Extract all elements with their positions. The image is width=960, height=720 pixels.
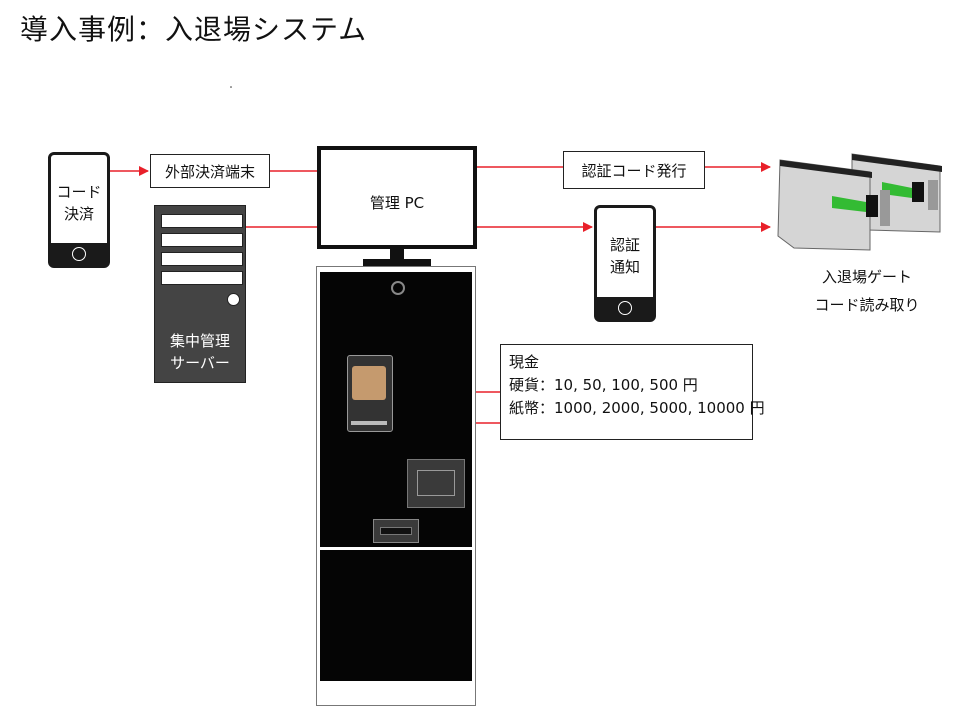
server-bay bbox=[161, 233, 243, 247]
page-title: 導入事例：入退場システム bbox=[20, 13, 368, 46]
cash-coins: 硬貨：10, 50, 100, 500 円 bbox=[509, 376, 698, 394]
kiosk-lower-panel bbox=[320, 550, 472, 681]
auth-notice-label: 認証 通知 bbox=[609, 236, 640, 276]
stray-dot bbox=[230, 86, 232, 88]
auth-code-box: 認証コード発行 bbox=[563, 151, 705, 189]
gate-front bbox=[777, 159, 890, 251]
payment-phone: コード 決済 bbox=[48, 152, 110, 268]
management-pc-monitor: 管理 PC bbox=[317, 146, 477, 249]
server-bay bbox=[161, 271, 243, 285]
home-button-icon bbox=[72, 247, 86, 261]
server-label: 集中管理 サーバー bbox=[169, 332, 230, 372]
receipt-screen bbox=[407, 459, 465, 508]
camera-icon bbox=[391, 281, 405, 295]
cash-heading: 現金 bbox=[509, 353, 540, 371]
gate-caption: 入退場ゲート コード読み取り bbox=[814, 268, 920, 314]
power-button-icon bbox=[227, 293, 240, 306]
server-bay bbox=[161, 252, 243, 266]
payment-phone-label: コード 決済 bbox=[56, 183, 102, 223]
monitor-stand bbox=[390, 249, 404, 259]
management-pc-label: 管理 PC bbox=[369, 194, 425, 212]
kiosk-upper-panel bbox=[320, 272, 472, 547]
bill-slot bbox=[373, 519, 419, 543]
monitor-base bbox=[363, 259, 431, 266]
central-server: 集中管理 サーバー bbox=[154, 205, 246, 383]
cash-info-box: 現金 硬貨：10, 50, 100, 500 円 紙幣：1000, 2000, … bbox=[500, 344, 765, 440]
kiosk-machine bbox=[316, 266, 476, 706]
coin-slot bbox=[347, 355, 393, 432]
entry-gates bbox=[777, 153, 942, 251]
server-bay bbox=[161, 214, 243, 228]
home-button-icon bbox=[618, 301, 632, 315]
cash-bills: 紙幣：1000, 2000, 5000, 10000 円 bbox=[509, 399, 765, 417]
auth-notice-phone: 認証 通知 bbox=[594, 205, 656, 322]
external-terminal-box: 外部決済端末 bbox=[150, 154, 270, 188]
